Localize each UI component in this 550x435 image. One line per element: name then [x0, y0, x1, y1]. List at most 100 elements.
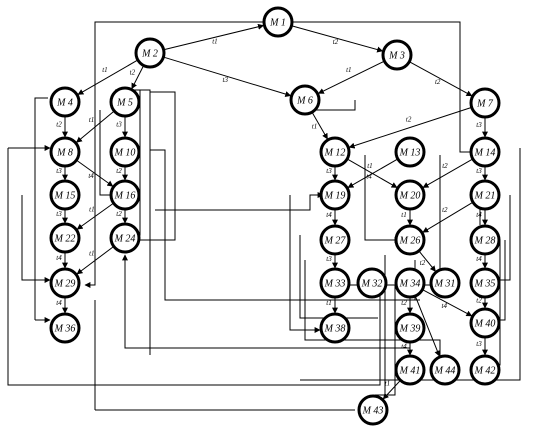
edge-M7-M12 — [348, 106, 472, 149]
node-circle — [394, 267, 426, 299]
node-m33: M 33 — [319, 267, 351, 299]
edge-label: t2 — [442, 206, 448, 214]
edge-label: t4 — [56, 299, 62, 307]
node-m4: M 4 — [49, 86, 81, 118]
edge-label: t2 — [401, 299, 407, 307]
node-label: M 33 — [324, 279, 346, 290]
node-label: M 27 — [324, 236, 347, 247]
node-m5: M 5 — [109, 86, 141, 118]
node-label: M 29 — [54, 279, 76, 290]
node-label: M 43 — [362, 406, 384, 417]
node-circle — [356, 267, 388, 299]
node-m10: M 10 — [109, 136, 141, 168]
edge-M24-M29 — [76, 245, 115, 275]
edge-label: t4 — [56, 254, 62, 262]
edge-label: t1 — [89, 116, 94, 124]
node-m20: M 20 — [394, 179, 426, 211]
edge-label: t1 — [326, 299, 331, 307]
node-circle — [109, 222, 141, 254]
edge-label: t3 — [476, 121, 482, 129]
node-circle — [289, 84, 321, 116]
node-label: M 24 — [114, 234, 136, 245]
node-circle — [469, 224, 501, 256]
node-m40: M 40 — [469, 307, 501, 339]
edge-M2-M4 — [77, 59, 139, 95]
node-label: M 13 — [399, 148, 421, 159]
node-circle — [109, 179, 141, 211]
node-label: M 20 — [399, 191, 421, 202]
node-circle — [49, 267, 81, 299]
node-m26: M 26 — [394, 224, 426, 256]
node-circle — [357, 394, 389, 426]
node-label: M 39 — [399, 324, 421, 335]
node-circle — [469, 179, 501, 211]
node-circle — [469, 354, 501, 386]
edge-label: t4 — [442, 302, 448, 310]
edge-M8-M16 — [76, 159, 114, 187]
node-circle — [109, 136, 141, 168]
edge-label: t2 — [116, 210, 122, 218]
edge-label: t3 — [326, 167, 332, 175]
node-label: M 41 — [399, 366, 421, 377]
node-label: M 36 — [54, 324, 76, 335]
node-circle — [469, 267, 501, 299]
node-label: M 32 — [361, 279, 383, 290]
node-m8: M 8 — [49, 136, 81, 168]
node-label: M 22 — [54, 234, 76, 245]
node-label: M 42 — [474, 366, 496, 377]
node-label: M 38 — [324, 324, 346, 335]
node-circle — [394, 179, 426, 211]
node-m22: M 22 — [49, 222, 81, 254]
edge-label: t1 — [102, 66, 107, 74]
node-label: M 7 — [476, 99, 494, 110]
node-circle — [394, 224, 426, 256]
node-label: M 6 — [296, 96, 313, 107]
edge-M34-M44 — [414, 295, 441, 357]
node-m15: M 15 — [49, 179, 81, 211]
edge-label: t2 — [406, 116, 412, 124]
edge-M2-M6 — [163, 56, 292, 97]
node-label: M 34 — [399, 279, 421, 290]
edge-label: t3 — [56, 167, 62, 175]
edge-label: t3 — [223, 76, 229, 84]
edge-M16-M22 — [76, 202, 114, 230]
node-m12: M 12 — [319, 136, 351, 168]
edge-M21-M26 — [422, 201, 474, 233]
edge-M5-M8 — [76, 110, 115, 143]
edge-label: t2 — [442, 162, 448, 170]
node-circle — [319, 179, 351, 211]
node-circle — [469, 136, 501, 168]
edge-label: t1 — [312, 123, 317, 131]
node-circle — [134, 37, 166, 69]
edge-M1-M3 — [291, 25, 384, 53]
node-m35: M 35 — [469, 267, 501, 299]
node-m39: M 39 — [394, 312, 426, 344]
edge-label: t3 — [476, 167, 482, 175]
node-m34: M 34 — [394, 267, 426, 299]
edge-M2-M1 — [163, 23, 265, 51]
node-m7: M 7 — [469, 87, 501, 119]
edge-label: t4 — [476, 211, 482, 219]
node-m41: M 41 — [394, 354, 426, 386]
node-label: M 28 — [474, 236, 496, 247]
node-label: M 21 — [474, 191, 496, 202]
node-label: M 2 — [141, 49, 158, 60]
node-m29: M 29 — [49, 267, 81, 299]
edge-label: t2 — [56, 121, 62, 129]
node-m28: M 28 — [469, 224, 501, 256]
edge-label: t1 — [89, 205, 94, 213]
node-label: M 8 — [56, 148, 73, 159]
node-label: M 19 — [324, 191, 346, 202]
node-circle — [49, 136, 81, 168]
node-m24: M 24 — [109, 222, 141, 254]
node-circle — [429, 267, 461, 299]
edge-label: t3 — [116, 121, 122, 129]
routing-lines — [7, 21, 521, 411]
node-m2: M 2 — [134, 37, 166, 69]
node-m44: M 44 — [429, 354, 461, 386]
edge-M3-M6 — [317, 60, 385, 94]
node-circle — [381, 39, 413, 71]
node-m32: M 32 — [356, 267, 388, 299]
edge-M14-M20 — [422, 158, 474, 188]
